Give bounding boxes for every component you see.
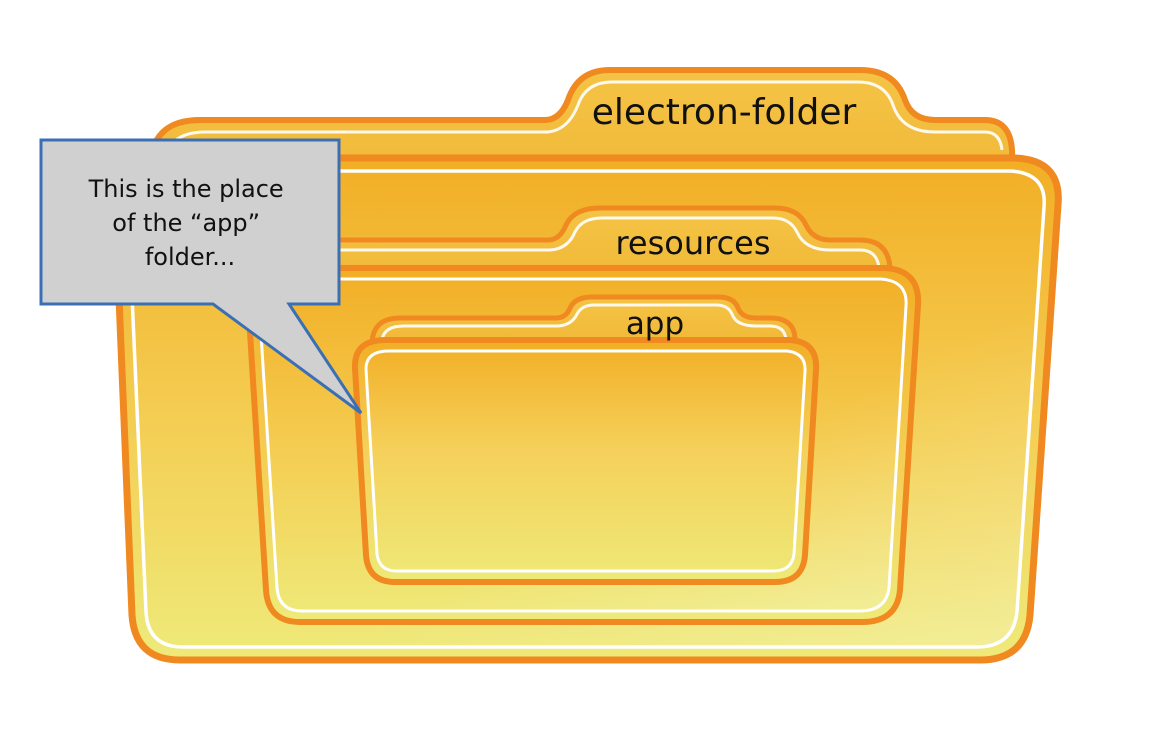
- callout-line: folder...: [145, 243, 235, 271]
- inner-folder-icon: [351, 294, 820, 585]
- callout: This is the place of the “app” folder...: [39, 138, 363, 415]
- outer-folder-label: electron-folder: [592, 92, 857, 133]
- inner-folder-front: [351, 337, 820, 585]
- callout-text: This is the place of the “app” folder...: [88, 175, 292, 271]
- inner-folder-label: app: [626, 306, 684, 342]
- callout-line: This is the place: [88, 175, 284, 203]
- callout-line: of the “app”: [112, 209, 260, 237]
- middle-folder-label: resources: [615, 224, 770, 262]
- callout-bubble: [39, 138, 363, 415]
- inner-folder: app: [351, 294, 820, 585]
